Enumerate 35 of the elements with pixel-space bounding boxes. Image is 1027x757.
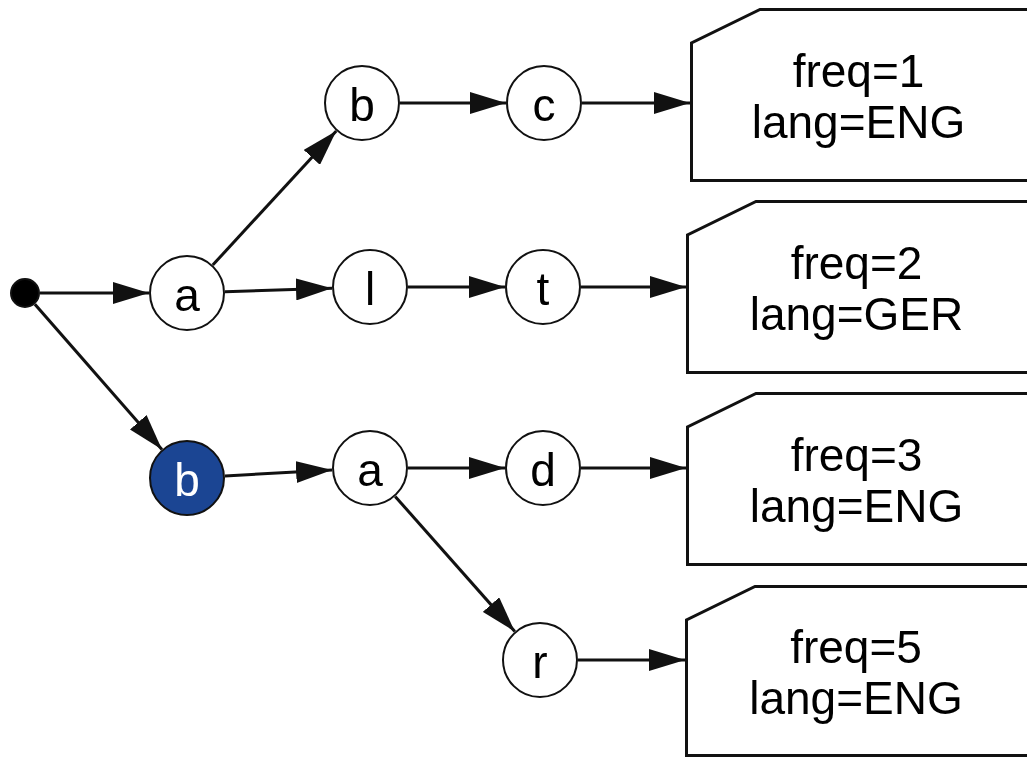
arrow xyxy=(40,282,149,304)
info-text: freq=2 xyxy=(790,238,923,289)
node-letter: t xyxy=(536,266,550,312)
arrow xyxy=(211,129,338,267)
arrow xyxy=(224,278,333,301)
arrow xyxy=(394,495,516,633)
info-text: lang=GER xyxy=(749,289,964,340)
arrow xyxy=(581,276,686,298)
node-letter: r xyxy=(532,639,548,685)
info-text: freq=5 xyxy=(790,622,922,673)
root-dot xyxy=(10,278,40,308)
arrow xyxy=(408,457,505,479)
arrow xyxy=(400,92,506,114)
node-letter: l xyxy=(364,266,376,312)
arrow xyxy=(408,276,505,298)
arrow xyxy=(582,92,690,114)
info-text: freq=3 xyxy=(790,430,923,481)
arrow xyxy=(581,457,686,479)
info-box xyxy=(690,8,1027,182)
info-text: freq=1 xyxy=(792,46,925,97)
node-letter: a xyxy=(357,447,383,493)
node-letter: a xyxy=(174,272,200,318)
info-box xyxy=(685,585,1027,757)
info-box xyxy=(686,392,1027,566)
info-box xyxy=(686,200,1027,374)
node-letter: b xyxy=(174,457,200,503)
node-letter: c xyxy=(532,82,556,128)
arrow xyxy=(578,649,685,671)
arrow xyxy=(224,461,333,483)
arrow xyxy=(33,303,164,451)
info-text: lang=ENG xyxy=(751,97,966,148)
info-text: lang=ENG xyxy=(749,673,963,724)
node-letter: d xyxy=(530,447,556,493)
node-letter: b xyxy=(349,82,375,128)
info-text: lang=ENG xyxy=(749,481,964,532)
